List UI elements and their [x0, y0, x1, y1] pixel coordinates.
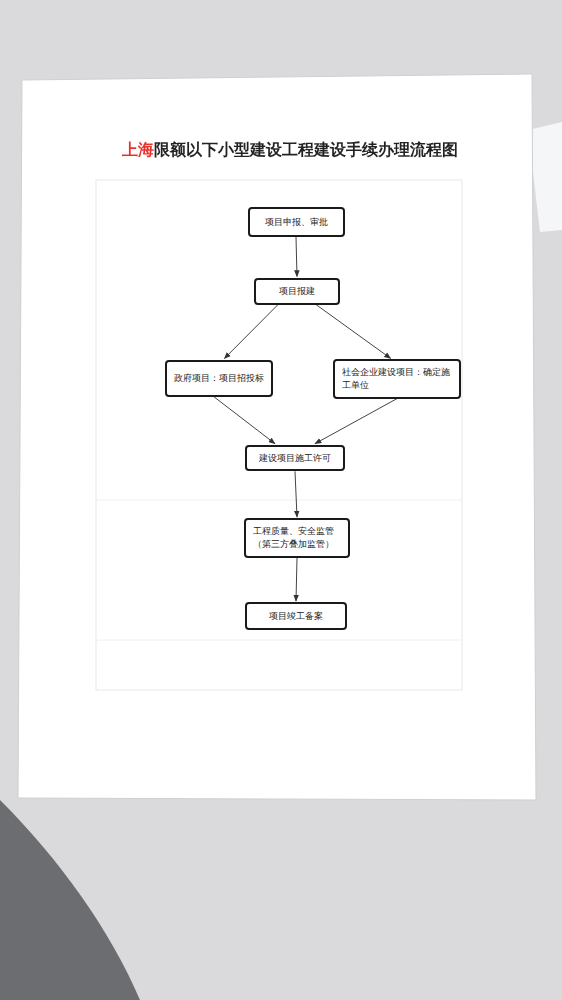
- flow-arrow: [295, 471, 297, 517]
- box-label: 项目竣工备案: [269, 610, 323, 623]
- process-box: 工程质量、安全监管 （第三方叠加监管）: [244, 518, 350, 558]
- process-box: 建设项目施工许可: [245, 445, 345, 472]
- flow-arrow: [315, 399, 397, 444]
- paper-sheet: [18, 74, 536, 800]
- show-through-table: [96, 180, 462, 690]
- diagram-title: 上海限额以下小型建设工程建设手续办理流程图: [122, 140, 458, 161]
- box-label: 项目报建: [279, 285, 315, 298]
- box-label: 项目申报、审批: [265, 216, 328, 229]
- process-box: 社会企业建设项目：确定施工单位: [333, 359, 461, 398]
- box-label: 政府项目：项目招投标: [174, 372, 264, 385]
- process-box: 项目报建: [254, 278, 340, 305]
- process-box: 项目竣工备案: [245, 602, 347, 630]
- flow-arrow: [224, 305, 278, 359]
- process-box: 项目申报、审批: [248, 207, 345, 237]
- flow-arrow: [214, 397, 275, 444]
- flow-arrow: [316, 305, 391, 359]
- sleeve: [0, 800, 140, 1000]
- flow-arrow: [296, 237, 297, 277]
- box-label: 工程质量、安全监管 （第三方叠加监管）: [253, 525, 341, 550]
- box-label: 建设项目施工许可: [259, 452, 331, 465]
- process-box: 政府项目：项目招投标: [165, 360, 273, 397]
- show-through-line: [96, 640, 462, 641]
- show-through-line: [96, 500, 462, 501]
- flow-arrow: [296, 558, 297, 601]
- box-label: 社会企业建设项目：确定施工单位: [342, 366, 452, 391]
